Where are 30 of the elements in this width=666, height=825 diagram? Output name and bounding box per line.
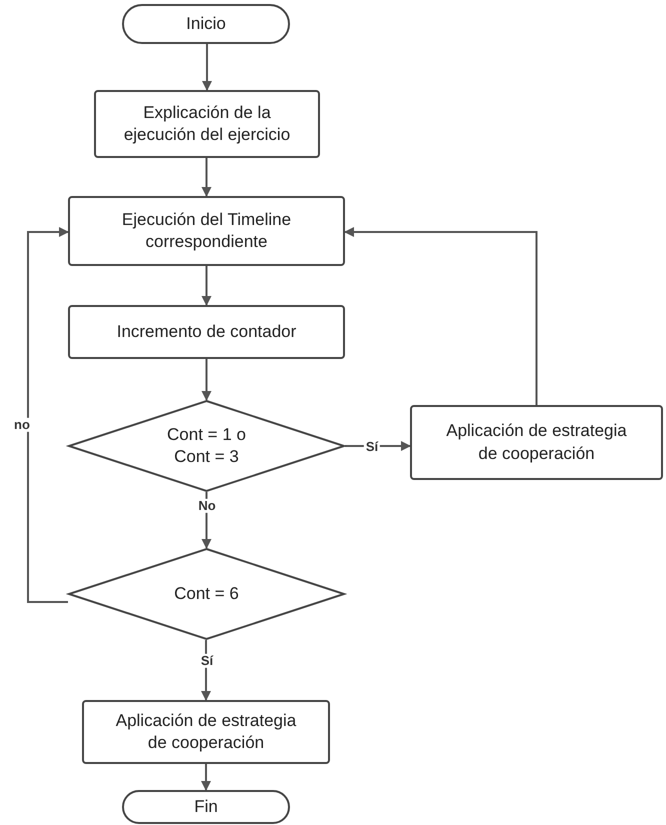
edge-label: no [12,418,32,432]
node-text: Fin [194,796,218,818]
arrow [201,764,211,791]
node-text: Cont = 1 o Cont = 3 [166,424,247,468]
terminal-shape [122,4,290,44]
node-text: Ejecución del Timeline correspondiente [120,208,292,253]
node-text: Aplicación de estrategia de cooperación [445,420,628,464]
arrow [344,227,538,405]
process-box [82,700,330,764]
edge-label: No [196,498,218,514]
decision-diamond [68,548,345,640]
node-text: Incremento de contador [116,320,296,343]
arrow [201,640,211,701]
arrow [27,227,69,603]
node-text: Cont = 6 [174,582,239,605]
process-box [94,90,320,158]
process-box [410,405,663,480]
arrow [202,359,212,401]
node-text: Aplicación de estrategia de cooperación [114,710,298,754]
terminal-shape [122,790,290,824]
node-text: Inicio [186,12,226,35]
edge-label: Sí [198,654,216,668]
node-text: Explicación de la ejecución del ejercicio [122,102,292,146]
arrow [202,44,212,91]
edge-label: Sí [364,440,380,454]
decision-diamond [68,400,345,492]
arrow [202,158,212,197]
arrow [202,266,212,306]
process-box [68,305,345,359]
process-box [68,196,345,266]
